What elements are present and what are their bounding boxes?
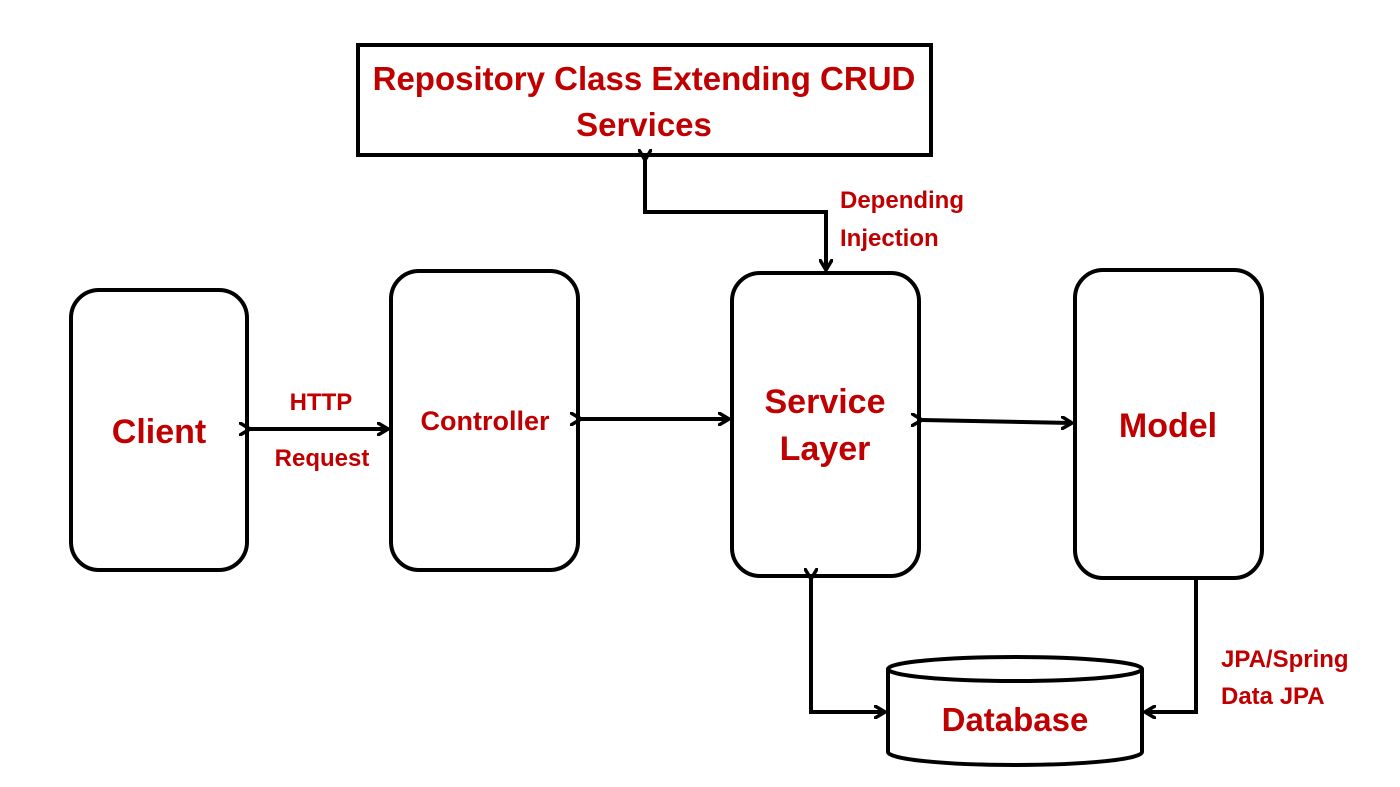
service-model-arrow: [922, 420, 1072, 423]
repository-label-line2: Services: [576, 106, 712, 143]
model-node: Model: [1073, 268, 1264, 580]
service-layer-node: Service Layer: [730, 271, 921, 578]
dependency-injection-label-line1: Depending: [840, 187, 964, 214]
repository-node: Repository Class Extending CRUD Services: [356, 43, 933, 157]
database-node: Database: [886, 655, 1144, 767]
controller-node: Controller: [389, 269, 580, 572]
client-label: Client: [112, 413, 206, 451]
jpa-label-line2: Data JPA: [1221, 683, 1325, 710]
http-request-label-line2: Request: [275, 445, 370, 472]
dependency-injection-edge: Depending Injection: [645, 160, 964, 270]
dependency-injection-label-line2: Injection: [840, 225, 939, 252]
jpa-edge: JPA/Spring Data JPA: [1145, 580, 1349, 712]
dependency-injection-arrow: [645, 160, 826, 270]
controller-label: Controller: [420, 406, 549, 436]
client-node: Client: [69, 288, 249, 572]
database-label: Database: [942, 701, 1089, 738]
jpa-label-line1: JPA/Spring: [1221, 646, 1349, 673]
http-request-edge: HTTP Request: [250, 389, 388, 472]
service-label-line1: Service: [765, 383, 886, 421]
service-label-line2: Layer: [780, 430, 871, 468]
service-database-arrow: [811, 579, 885, 712]
model-label: Model: [1119, 407, 1217, 445]
http-request-label-line1: HTTP: [290, 389, 353, 416]
repository-label-line1: Repository Class Extending CRUD: [373, 60, 916, 97]
jpa-arrow: [1145, 580, 1198, 712]
